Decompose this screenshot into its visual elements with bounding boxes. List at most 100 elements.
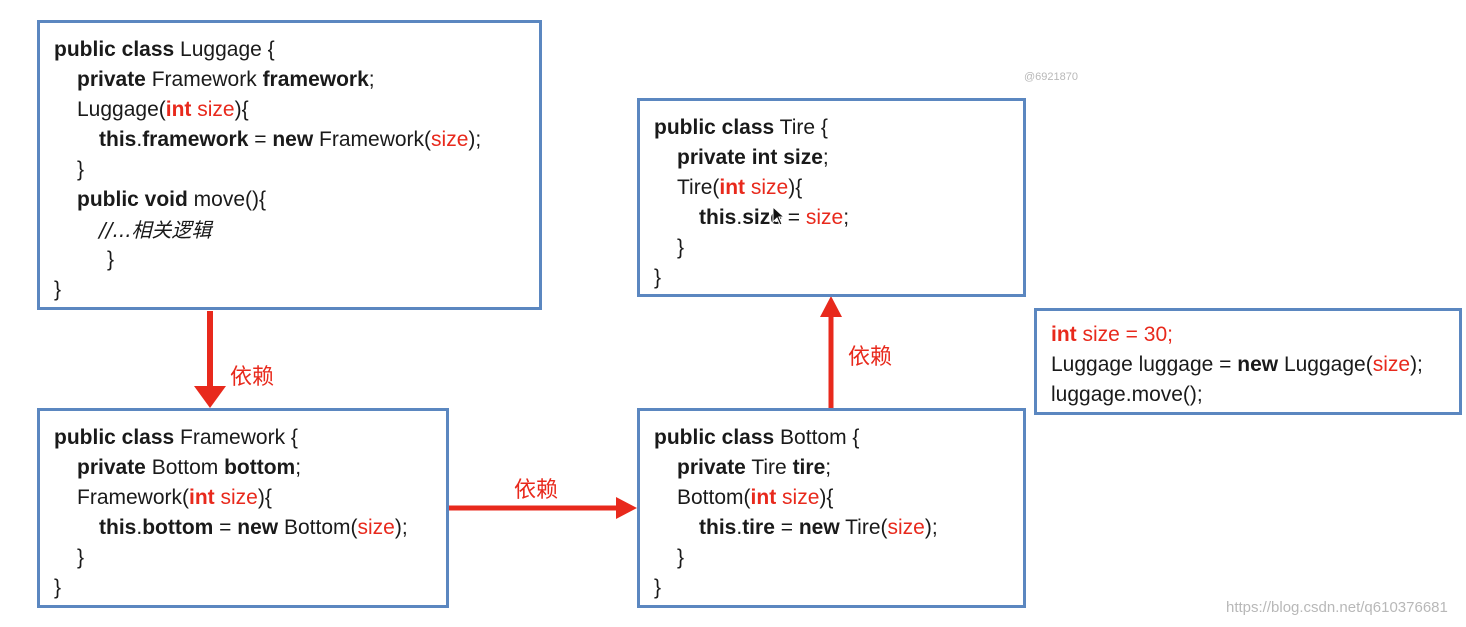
code-line: luggage.move();: [1051, 383, 1203, 406]
code-text: ;: [822, 146, 829, 169]
variable: size: [805, 206, 844, 229]
code-line: private Bottom bottom;: [54, 453, 446, 483]
variable: size: [197, 98, 235, 121]
field-name: tire: [742, 516, 775, 539]
code-line: private Tire tire;: [654, 453, 1023, 483]
code-line: }: [677, 236, 685, 259]
keyword: new: [1237, 353, 1279, 376]
code-line: private Framework framework;: [54, 65, 539, 95]
code-line: Luggage luggage = new Luggage(size);: [1051, 350, 1459, 380]
field-name: bottom: [142, 516, 214, 539]
code-text: =: [774, 516, 799, 539]
code-line: this.bottom = new Bottom(size);: [54, 513, 446, 543]
tire-class-box: public class Tire { private int size; Ti…: [637, 98, 1026, 297]
variable: size: [1372, 353, 1411, 376]
bottom-class-box: public class Bottom { private Tire tire;…: [637, 408, 1026, 608]
code-text: ){: [234, 98, 249, 121]
code-line: Framework(int size){: [54, 483, 446, 513]
mouse-cursor-icon: [772, 206, 786, 226]
code-text: ;: [368, 68, 375, 91]
code-text: Luggage {: [174, 38, 275, 61]
code-text: );: [394, 516, 408, 539]
variable: size: [750, 176, 789, 199]
code-line: public void move(){: [54, 185, 539, 215]
code-line: }: [54, 576, 62, 599]
code-line: public class Luggage {: [54, 35, 539, 65]
variable: size: [782, 486, 820, 509]
field-name: framework: [262, 68, 369, 91]
field-name: tire: [792, 456, 826, 479]
keyword: public class: [54, 426, 175, 449]
keyword: this: [699, 206, 737, 229]
code-text: .: [136, 128, 143, 151]
code-text: Framework {: [174, 426, 298, 449]
code-line: }: [654, 576, 662, 599]
code-text: Luggage(: [77, 98, 166, 121]
code-text: Tire: [745, 456, 793, 479]
code-text: Bottom(: [278, 516, 358, 539]
keyword: public class: [654, 116, 775, 139]
keyword: int: [719, 176, 746, 199]
code-line: Luggage(int size){: [54, 95, 539, 125]
code-line: this.framework = new Framework(size);: [54, 125, 539, 155]
code-line: public class Tire {: [654, 113, 1023, 143]
code-text: );: [1410, 353, 1423, 376]
code-text: ;: [825, 456, 832, 479]
code-line: }: [677, 546, 685, 569]
code-text: .: [136, 516, 143, 539]
arrow-label-bottom-tire: 依赖: [848, 345, 893, 370]
arrow-label-luggage-framework: 依赖: [230, 365, 275, 390]
luggage-class-box: public class Luggage { private Framework…: [37, 20, 542, 310]
code-text: ){: [257, 486, 272, 509]
code-text: .: [736, 516, 743, 539]
code-text: size = 30;: [1076, 323, 1173, 346]
keyword: private int size: [677, 146, 823, 169]
code-line: public class Framework {: [54, 423, 446, 453]
arrow-bottom-to-tire: [820, 296, 842, 408]
field-name: size: [742, 206, 782, 229]
code-text: );: [924, 516, 938, 539]
keyword: private: [77, 456, 146, 479]
code-line: this.tire = new Tire(size);: [654, 513, 1023, 543]
keyword: this: [699, 516, 737, 539]
arrow-framework-to-bottom: [449, 497, 637, 519]
keyword: this: [99, 516, 137, 539]
keyword: public class: [654, 426, 775, 449]
code-text: ){: [819, 486, 834, 509]
framework-class-box: public class Framework { private Bottom …: [37, 408, 449, 608]
code-text: ;: [843, 206, 850, 229]
code-text: =: [781, 206, 806, 229]
code-text: ;: [295, 456, 302, 479]
code-text: Framework: [145, 68, 263, 91]
keyword: private: [677, 456, 746, 479]
keyword: int: [189, 486, 215, 509]
variable: size: [431, 128, 469, 151]
usage-code-box: int size = 30; Luggage luggage = new Lug…: [1034, 308, 1462, 415]
code-text: Framework(: [313, 128, 432, 151]
keyword: public class: [54, 38, 175, 61]
code-text: );: [468, 128, 482, 151]
code-text: =: [248, 128, 273, 151]
code-line: public class Bottom {: [654, 423, 1023, 453]
variable: size: [887, 516, 925, 539]
field-name: bottom: [224, 456, 296, 479]
code-text: Tire {: [774, 116, 828, 139]
field-name: framework: [142, 128, 249, 151]
watermark-bottom: https://blog.csdn.net/q610376681: [1226, 599, 1448, 616]
code-text: Tire(: [677, 176, 720, 199]
keyword: int: [165, 98, 192, 121]
keyword: public void: [77, 188, 188, 211]
watermark-top: @6921870: [1024, 71, 1078, 83]
code-text: move(){: [187, 188, 267, 211]
arrow-luggage-to-framework: [194, 311, 226, 408]
arrow-label-framework-bottom: 依赖: [514, 478, 559, 503]
code-text: ){: [788, 176, 803, 199]
keyword: new: [272, 128, 314, 151]
keyword: new: [798, 516, 840, 539]
code-line: Tire(int size){: [654, 173, 1023, 203]
variable: size: [357, 516, 395, 539]
keyword: int: [1051, 323, 1077, 346]
keyword: int: [750, 486, 777, 509]
code-text: Bottom(: [677, 486, 751, 509]
